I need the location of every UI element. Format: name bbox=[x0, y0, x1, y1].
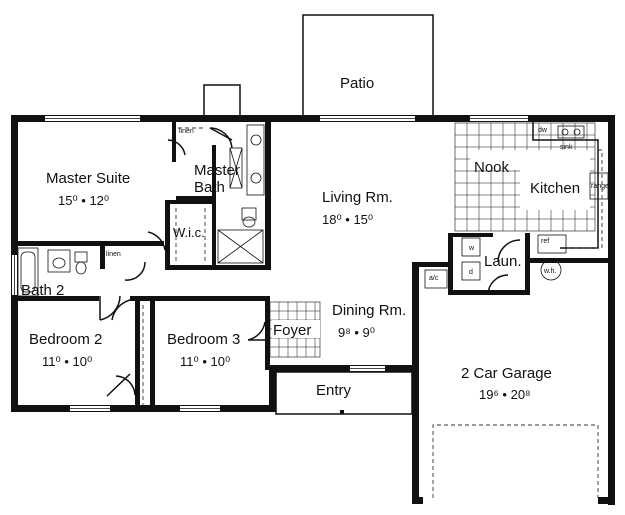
bedroom3-dim: 11⁰ • 10⁰ bbox=[180, 354, 230, 369]
entry-porch bbox=[275, 371, 413, 415]
bath2-fixtures bbox=[17, 247, 88, 297]
closet-shelves bbox=[142, 127, 205, 405]
linen-bath2-label: linen bbox=[106, 251, 121, 258]
patio-label: Patio bbox=[340, 75, 374, 92]
laundry-label: Laun. bbox=[484, 253, 522, 270]
ac-label: a/c bbox=[429, 275, 439, 282]
living-dim: 18⁰ • 15⁰ bbox=[322, 212, 373, 227]
bedroom3-label: Bedroom 3 bbox=[167, 331, 240, 348]
washer-label: w bbox=[468, 245, 475, 252]
kitchen-counters bbox=[532, 122, 609, 254]
master-suite-dim: 15⁰ • 12⁰ bbox=[58, 193, 109, 208]
windows bbox=[12, 116, 528, 411]
ref-label: ref bbox=[541, 238, 549, 245]
foyer-label: Foyer bbox=[273, 322, 311, 339]
wic-label: W.i.c. bbox=[173, 225, 205, 240]
dw-label: dw bbox=[538, 127, 548, 134]
master-suite-label: Master Suite bbox=[46, 170, 130, 187]
master-bath-label-1: Master bbox=[194, 162, 240, 179]
living-label: Living Rm. bbox=[322, 189, 393, 206]
nook-label: Nook bbox=[474, 159, 510, 176]
garage-dim: 19⁶ • 20⁸ bbox=[479, 387, 531, 402]
doors bbox=[99, 127, 521, 397]
bath2-label: Bath 2 bbox=[21, 282, 64, 299]
dining-dim: 9⁸ • 9⁰ bbox=[338, 325, 375, 340]
dryer-label: d bbox=[469, 269, 473, 276]
kitchen-tile-floor bbox=[454, 122, 596, 232]
dining-label: Dining Rm. bbox=[332, 302, 406, 319]
wh-label: w.h. bbox=[543, 268, 557, 275]
laundry-appliances bbox=[461, 237, 481, 281]
range-label: range bbox=[591, 183, 609, 190]
patio-outline bbox=[302, 14, 434, 117]
bedroom2-label: Bedroom 2 bbox=[29, 331, 102, 348]
sink-label: sink bbox=[560, 144, 573, 151]
linen-master-label: linen bbox=[179, 128, 194, 135]
entry-label: Entry bbox=[316, 382, 352, 399]
master-bath-label-2: Bath bbox=[194, 179, 225, 196]
foyer-tile bbox=[269, 301, 321, 358]
kitchen-label: Kitchen bbox=[530, 180, 580, 197]
garage-utilities bbox=[424, 259, 562, 289]
garage-label: 2 Car Garage bbox=[461, 365, 552, 382]
bedroom2-dim: 11⁰ • 10⁰ bbox=[42, 354, 92, 369]
garage-door bbox=[432, 424, 599, 498]
master-bath-fixtures bbox=[175, 124, 265, 264]
